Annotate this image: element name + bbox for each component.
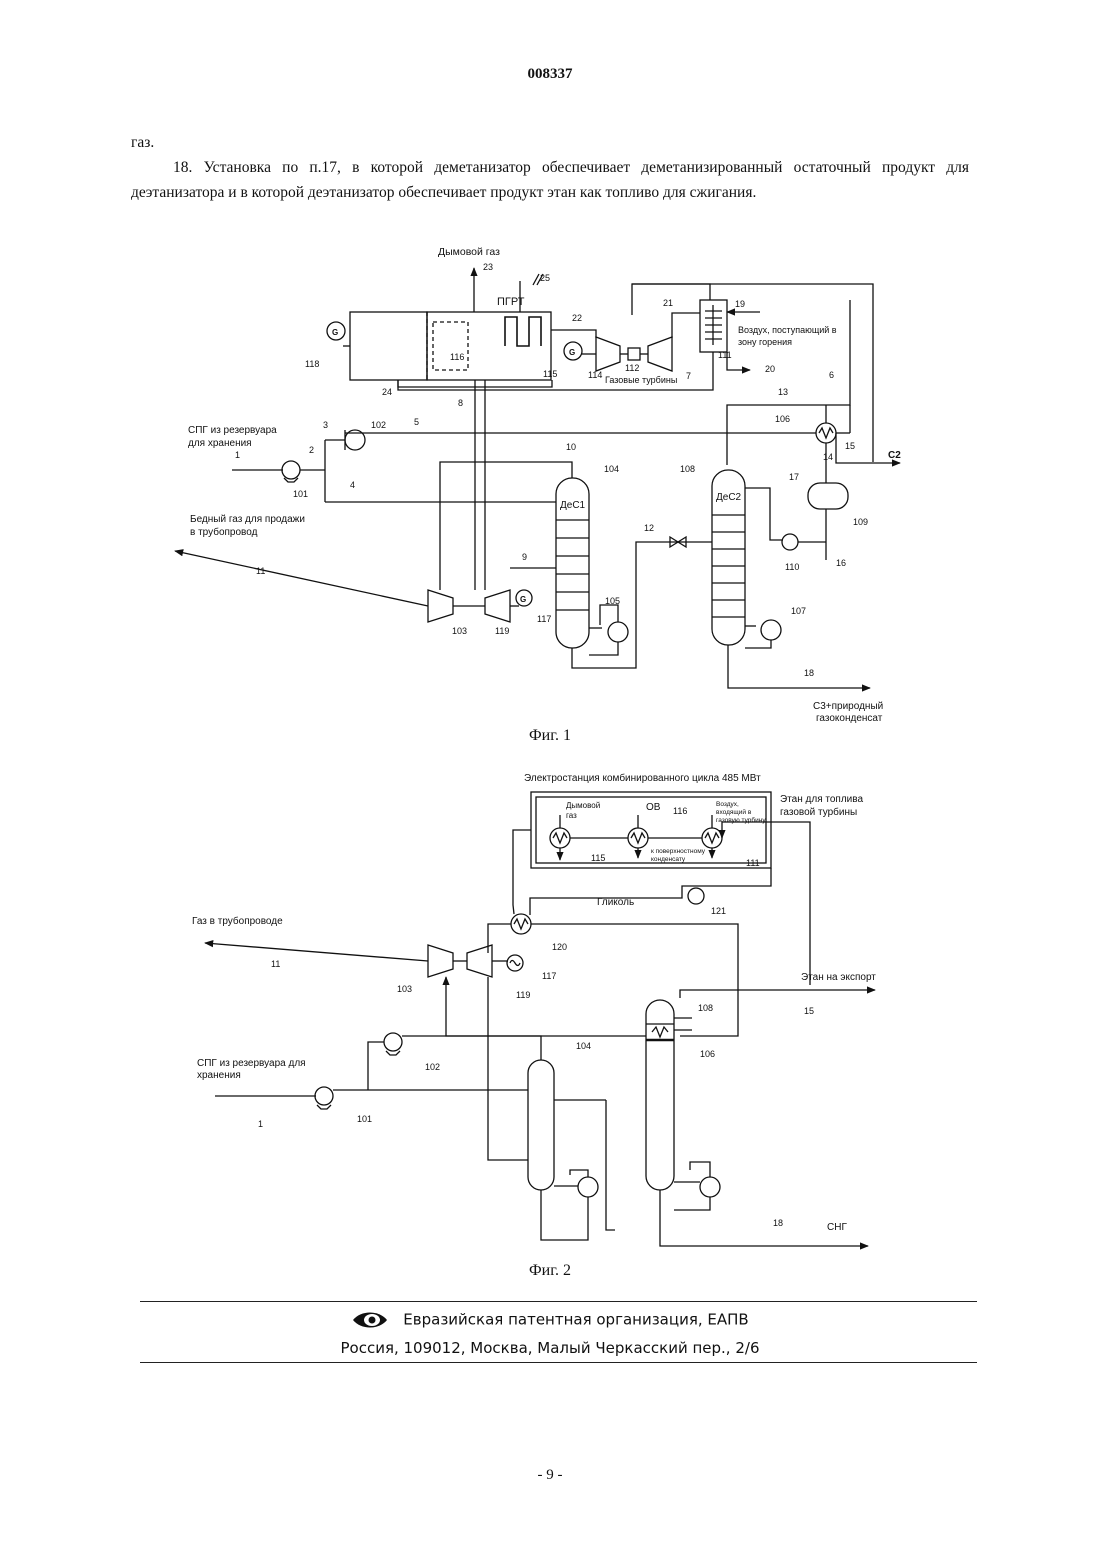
fig2-num-11: 11 — [271, 959, 280, 969]
fig2-num-119: 119 — [516, 990, 530, 1000]
fig2-label-ov: ОВ — [646, 802, 661, 813]
fig2-label-air-2: входящий в — [716, 808, 752, 816]
fig2-label-flue-1: Дымовой — [566, 801, 600, 810]
fig2-label-air-3: газовую турбину — [716, 816, 766, 824]
fig2-num-106: 106 — [700, 1049, 715, 1059]
footer-organization: Евразийская патентная организация, ЕАПВ — [403, 1311, 748, 1329]
fig2-label-air-1: Воздух, — [716, 801, 739, 808]
eapo-logo-icon — [351, 1309, 389, 1331]
fig2-num-121: 121 — [711, 906, 726, 916]
pump-102 — [384, 1033, 402, 1051]
fig2-num-104: 104 — [576, 1041, 591, 1051]
reboiler-106 — [700, 1177, 720, 1197]
fig2-num-15: 15 — [804, 1006, 814, 1016]
fig2-label-lng-1: СПГ из резервуара для — [197, 1058, 306, 1069]
fig2-label-lng-2: хранения — [197, 1070, 241, 1081]
pump-121 — [688, 888, 704, 904]
fig2-num-111: 111 — [746, 858, 760, 868]
fig2-label-glycol: Гликоль — [597, 897, 634, 908]
reboiler-104 — [578, 1177, 598, 1197]
fig2-label-ethane-export: Этан на экспорт — [801, 972, 876, 983]
footer-bottom-rule — [140, 1362, 977, 1363]
column-104 — [528, 1060, 554, 1190]
fig2-label-ethane-fuel-1: Этан для топлива — [780, 794, 863, 805]
footer-address: Россия, 109012, Москва, Малый Черкасский… — [0, 1339, 1100, 1357]
fig2-num-103: 103 — [397, 984, 412, 994]
fig2-num-116: 116 — [673, 806, 687, 816]
fig2-num-117: 117 — [542, 971, 556, 981]
pump-101 — [315, 1087, 333, 1105]
fig2-label-pipeline-gas: Газ в трубопроводе — [192, 915, 283, 927]
page-number: - 9 - — [0, 1467, 1100, 1484]
fig2-num-101: 101 — [357, 1114, 372, 1124]
fig2-num-1: 1 — [258, 1119, 263, 1129]
figure-2-caption: Фиг. 2 — [0, 1262, 1100, 1280]
fig2-label-cond-1: к поверхностному — [651, 848, 706, 855]
fig2-num-102: 102 — [425, 1062, 440, 1072]
footer-org-line: Евразийская патентная организация, ЕАПВ — [0, 1309, 1100, 1331]
fig2-label-ethane-fuel-2: газовой турбины — [780, 806, 857, 818]
fig2-num-120: 120 — [552, 942, 567, 952]
fig2-label-ngl: СНГ — [827, 1222, 847, 1233]
fig2-num-18: 18 — [773, 1218, 783, 1228]
figure-2-diagram: Электростанция комбинированного цикла 48… — [0, 0, 1100, 1290]
fig2-num-108: 108 — [698, 1003, 713, 1013]
fig2-label-flue-2: газ — [566, 811, 577, 820]
footer-top-rule — [140, 1301, 977, 1302]
fig2-label-cond-2: конденсату — [651, 856, 686, 863]
fig2-num-115: 115 — [591, 853, 605, 863]
fig2-label-power-plant: Электростанция комбинированного цикла 48… — [524, 772, 761, 784]
column-106 — [646, 1000, 674, 1190]
